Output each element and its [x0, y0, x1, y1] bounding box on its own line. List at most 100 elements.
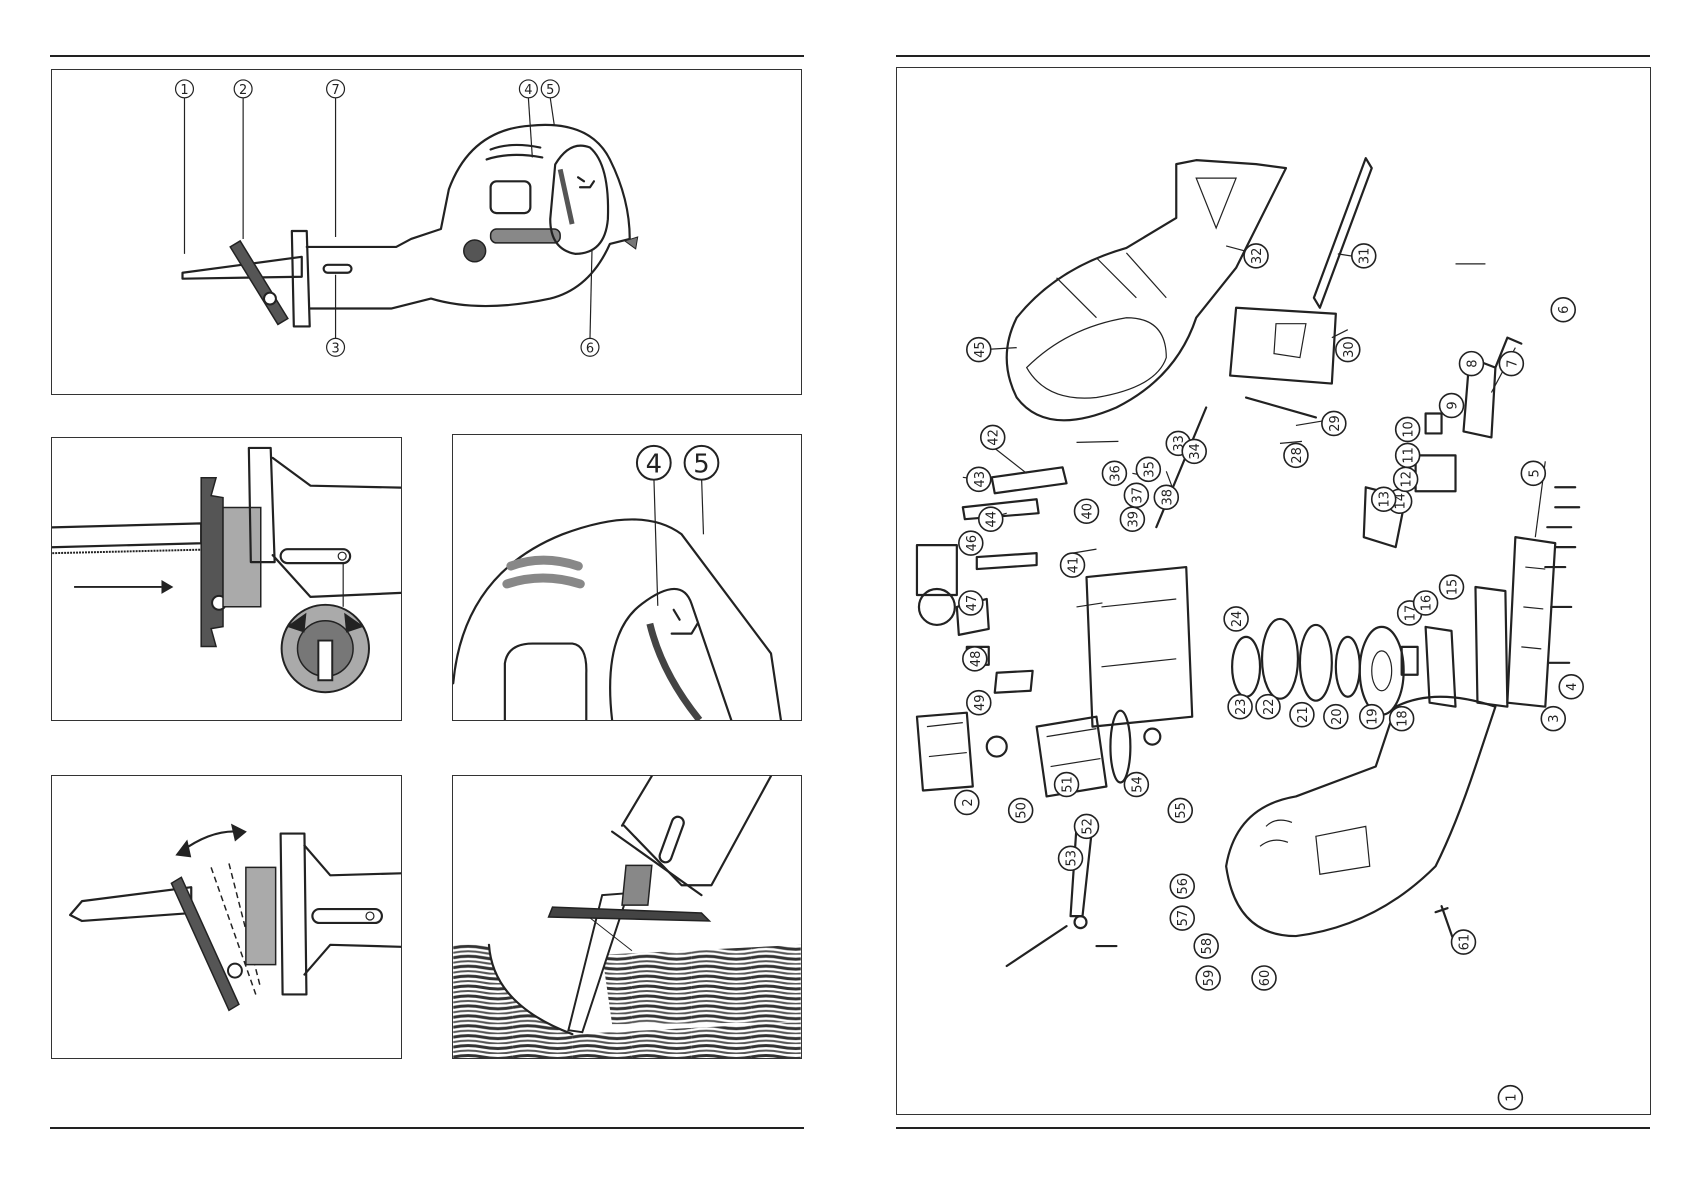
svg-text:1: 1 [1504, 1094, 1519, 1102]
callout-7: 7 [327, 80, 345, 98]
figure-saw-overview: 1 2 7 4 5 3 6 [51, 69, 802, 395]
exploded-callout-16: 16 [1414, 591, 1438, 615]
svg-text:3: 3 [331, 341, 339, 356]
left-page-top-rule [50, 55, 804, 57]
svg-text:47: 47 [965, 595, 980, 611]
figure-blade-angle [51, 775, 402, 1059]
svg-text:59: 59 [1202, 970, 1217, 986]
exploded-callout-7: 7 [1499, 352, 1523, 376]
exploded-callout-15: 15 [1440, 575, 1464, 599]
svg-text:58: 58 [1200, 938, 1215, 954]
svg-text:23: 23 [1234, 698, 1249, 714]
svg-text:60: 60 [1258, 970, 1273, 986]
svg-text:53: 53 [1065, 850, 1080, 866]
exploded-callout-13: 13 [1372, 487, 1396, 511]
svg-text:40: 40 [1080, 503, 1095, 519]
exploded-callout-21: 21 [1290, 703, 1314, 727]
callout-1: 1 [176, 80, 194, 98]
svg-text:3: 3 [1547, 715, 1562, 723]
svg-text:4: 4 [1565, 683, 1580, 691]
exploded-callout-42: 42 [981, 425, 1005, 449]
svg-text:49: 49 [973, 694, 988, 710]
svg-text:11: 11 [1402, 447, 1417, 463]
exploded-callout-51: 51 [1055, 773, 1079, 797]
svg-text:21: 21 [1296, 706, 1311, 722]
svg-text:9: 9 [1446, 401, 1461, 409]
exploded-callout-36: 36 [1102, 461, 1126, 485]
exploded-callout-55: 55 [1168, 798, 1192, 822]
exploded-callout-52: 52 [1075, 814, 1099, 838]
exploded-callout-44: 44 [979, 507, 1003, 531]
left-page-bottom-rule [50, 1127, 804, 1129]
exploded-callout-60: 60 [1252, 966, 1276, 990]
svg-text:50: 50 [1015, 802, 1030, 818]
svg-text:5: 5 [693, 450, 709, 480]
svg-text:35: 35 [1142, 461, 1157, 477]
svg-text:55: 55 [1174, 802, 1189, 818]
exploded-callout-47: 47 [959, 591, 983, 615]
figure-cutting [452, 775, 802, 1059]
svg-text:16: 16 [1420, 595, 1435, 611]
exploded-callout-28: 28 [1284, 443, 1308, 467]
svg-text:42: 42 [987, 429, 1002, 445]
svg-text:48: 48 [969, 651, 984, 667]
exploded-callout-53: 53 [1059, 846, 1083, 870]
saw-overview-illustration: 1 2 7 4 5 3 6 [52, 70, 801, 394]
svg-text:39: 39 [1126, 511, 1141, 527]
svg-text:57: 57 [1176, 910, 1191, 926]
figure-blade-insertion [51, 437, 402, 721]
exploded-callout-58: 58 [1194, 934, 1218, 958]
exploded-callout-12: 12 [1394, 467, 1418, 491]
exploded-callout-50: 50 [1009, 798, 1033, 822]
exploded-callout-61: 61 [1452, 930, 1476, 954]
svg-text:43: 43 [973, 471, 988, 487]
exploded-callout-54: 54 [1124, 773, 1148, 797]
svg-text:29: 29 [1328, 415, 1343, 431]
exploded-callout-6: 6 [1551, 298, 1575, 322]
callout-5-large: 5 [685, 446, 719, 480]
svg-text:41: 41 [1067, 557, 1082, 573]
right-page-bottom-rule [896, 1127, 1650, 1129]
svg-text:37: 37 [1130, 487, 1145, 503]
exploded-callout-20: 20 [1324, 705, 1348, 729]
exploded-callout-48: 48 [963, 647, 987, 671]
exploded-callout-10: 10 [1396, 417, 1420, 441]
exploded-callout-18: 18 [1390, 707, 1414, 731]
exploded-callout-38: 38 [1154, 485, 1178, 509]
exploded-callout-9: 9 [1440, 394, 1464, 418]
exploded-callout-8: 8 [1460, 352, 1484, 376]
svg-text:13: 13 [1378, 491, 1393, 507]
svg-text:36: 36 [1108, 465, 1123, 481]
exploded-callout-56: 56 [1170, 874, 1194, 898]
exploded-callout-23: 23 [1228, 695, 1252, 719]
figure-switch-closeup: 4 5 [452, 434, 802, 721]
exploded-callout-19: 19 [1360, 705, 1384, 729]
exploded-callout-1: 1 [1498, 1086, 1522, 1110]
exploded-callout-22: 22 [1256, 695, 1280, 719]
svg-text:2: 2 [239, 83, 247, 98]
blade-angle-illustration [52, 776, 401, 1058]
svg-text:44: 44 [985, 511, 1000, 527]
svg-text:4: 4 [524, 83, 532, 98]
callout-6: 6 [581, 338, 599, 356]
blade-insertion-illustration [52, 438, 401, 720]
svg-text:5: 5 [546, 83, 554, 98]
svg-text:45: 45 [973, 341, 988, 357]
svg-text:5: 5 [1527, 469, 1542, 477]
svg-text:24: 24 [1230, 611, 1245, 627]
exploded-callout-59: 59 [1196, 966, 1220, 990]
svg-text:18: 18 [1396, 710, 1411, 726]
svg-text:10: 10 [1402, 421, 1417, 437]
svg-text:7: 7 [331, 83, 339, 98]
callout-5: 5 [541, 80, 559, 98]
svg-text:46: 46 [965, 535, 980, 551]
exploded-callout-43: 43 [967, 467, 991, 491]
exploded-callout-34: 34 [1182, 439, 1206, 463]
exploded-callout-32: 32 [1244, 244, 1268, 268]
exploded-callout-29: 29 [1322, 411, 1346, 435]
exploded-callout-11: 11 [1396, 443, 1420, 467]
svg-text:7: 7 [1505, 359, 1520, 367]
svg-text:30: 30 [1342, 341, 1357, 357]
